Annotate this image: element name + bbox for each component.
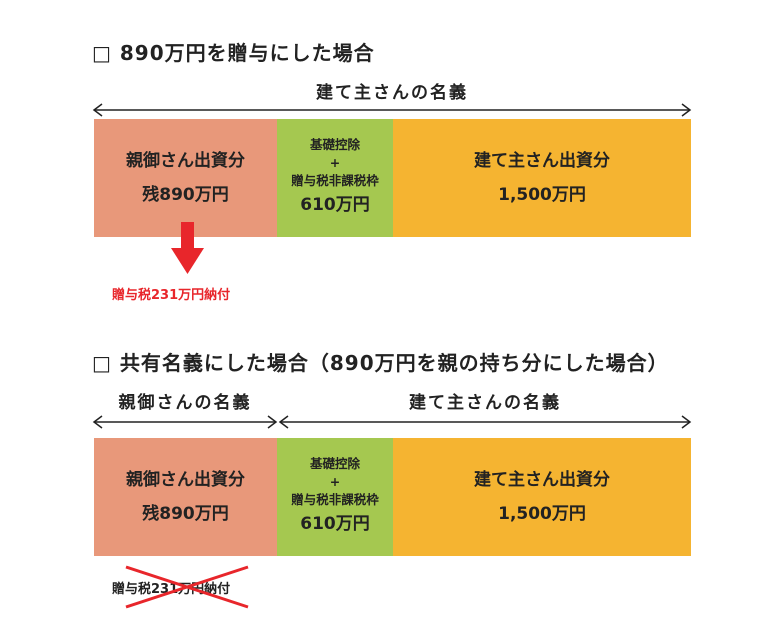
- deduction-block: 基礎控除 + 贈与税非課税枠 610万円: [277, 438, 393, 556]
- deduction-line2: 贈与税非課税枠: [291, 173, 379, 188]
- double-arrow-icon: [92, 415, 278, 429]
- parent-block-title: 親御さん出資分: [126, 151, 245, 171]
- builder-block-amount: 1,500万円: [498, 504, 586, 524]
- parent-block-amount: 残890万円: [142, 185, 229, 205]
- deduction-amount: 610万円: [300, 195, 370, 215]
- owner-span-parent: 親御さんの名義: [92, 388, 278, 429]
- deduction-line2: 贈与税非課税枠: [291, 492, 379, 507]
- gift-tax-note: 贈与税231万円納付: [112, 288, 231, 303]
- builder-block-title: 建て主さん出資分: [474, 151, 610, 171]
- parent-owner-label: 親御さんの名義: [118, 393, 252, 413]
- section2-heading: □ 共有名義にした場合（890万円を親の持ち分にした場合）: [92, 351, 669, 375]
- builder-block-title: 建て主さん出資分: [474, 470, 610, 490]
- gift-tax-note-crossed: 贈与税231万円納付: [112, 582, 231, 597]
- section1-heading: □ 890万円を贈与にした場合: [92, 41, 375, 65]
- builder-contribution-block: 建て主さん出資分 1,500万円: [393, 438, 691, 556]
- down-arrow-icon: [171, 222, 204, 274]
- parent-block-amount: 残890万円: [142, 504, 229, 524]
- parent-contribution-block: 親御さん出資分 残890万円: [94, 438, 277, 556]
- builder-contribution-block: 建て主さん出資分 1,500万円: [393, 119, 691, 237]
- parent-contribution-block: 親御さん出資分 残890万円: [94, 119, 277, 237]
- deduction-plus: +: [329, 155, 341, 170]
- deduction-line1: 基礎控除: [309, 456, 360, 471]
- deduction-amount: 610万円: [300, 514, 370, 534]
- builder-block-amount: 1,500万円: [498, 185, 586, 205]
- builder-owner-label: 建て主さんの名義: [409, 393, 561, 413]
- double-arrow-icon: [278, 415, 692, 429]
- cross-out-icon: [125, 565, 249, 609]
- owner-span-builder: 建て主さんの名義: [92, 78, 692, 118]
- deduction-line1: 基礎控除: [309, 137, 360, 152]
- owner-label: 建て主さんの名義: [316, 83, 468, 103]
- deduction-block: 基礎控除 + 贈与税非課税枠 610万円: [277, 119, 393, 237]
- parent-block-title: 親御さん出資分: [126, 470, 245, 490]
- deduction-plus: +: [329, 474, 341, 489]
- owner-span-builder-2: 建て主さんの名義: [278, 388, 692, 429]
- double-arrow-icon: [92, 103, 692, 117]
